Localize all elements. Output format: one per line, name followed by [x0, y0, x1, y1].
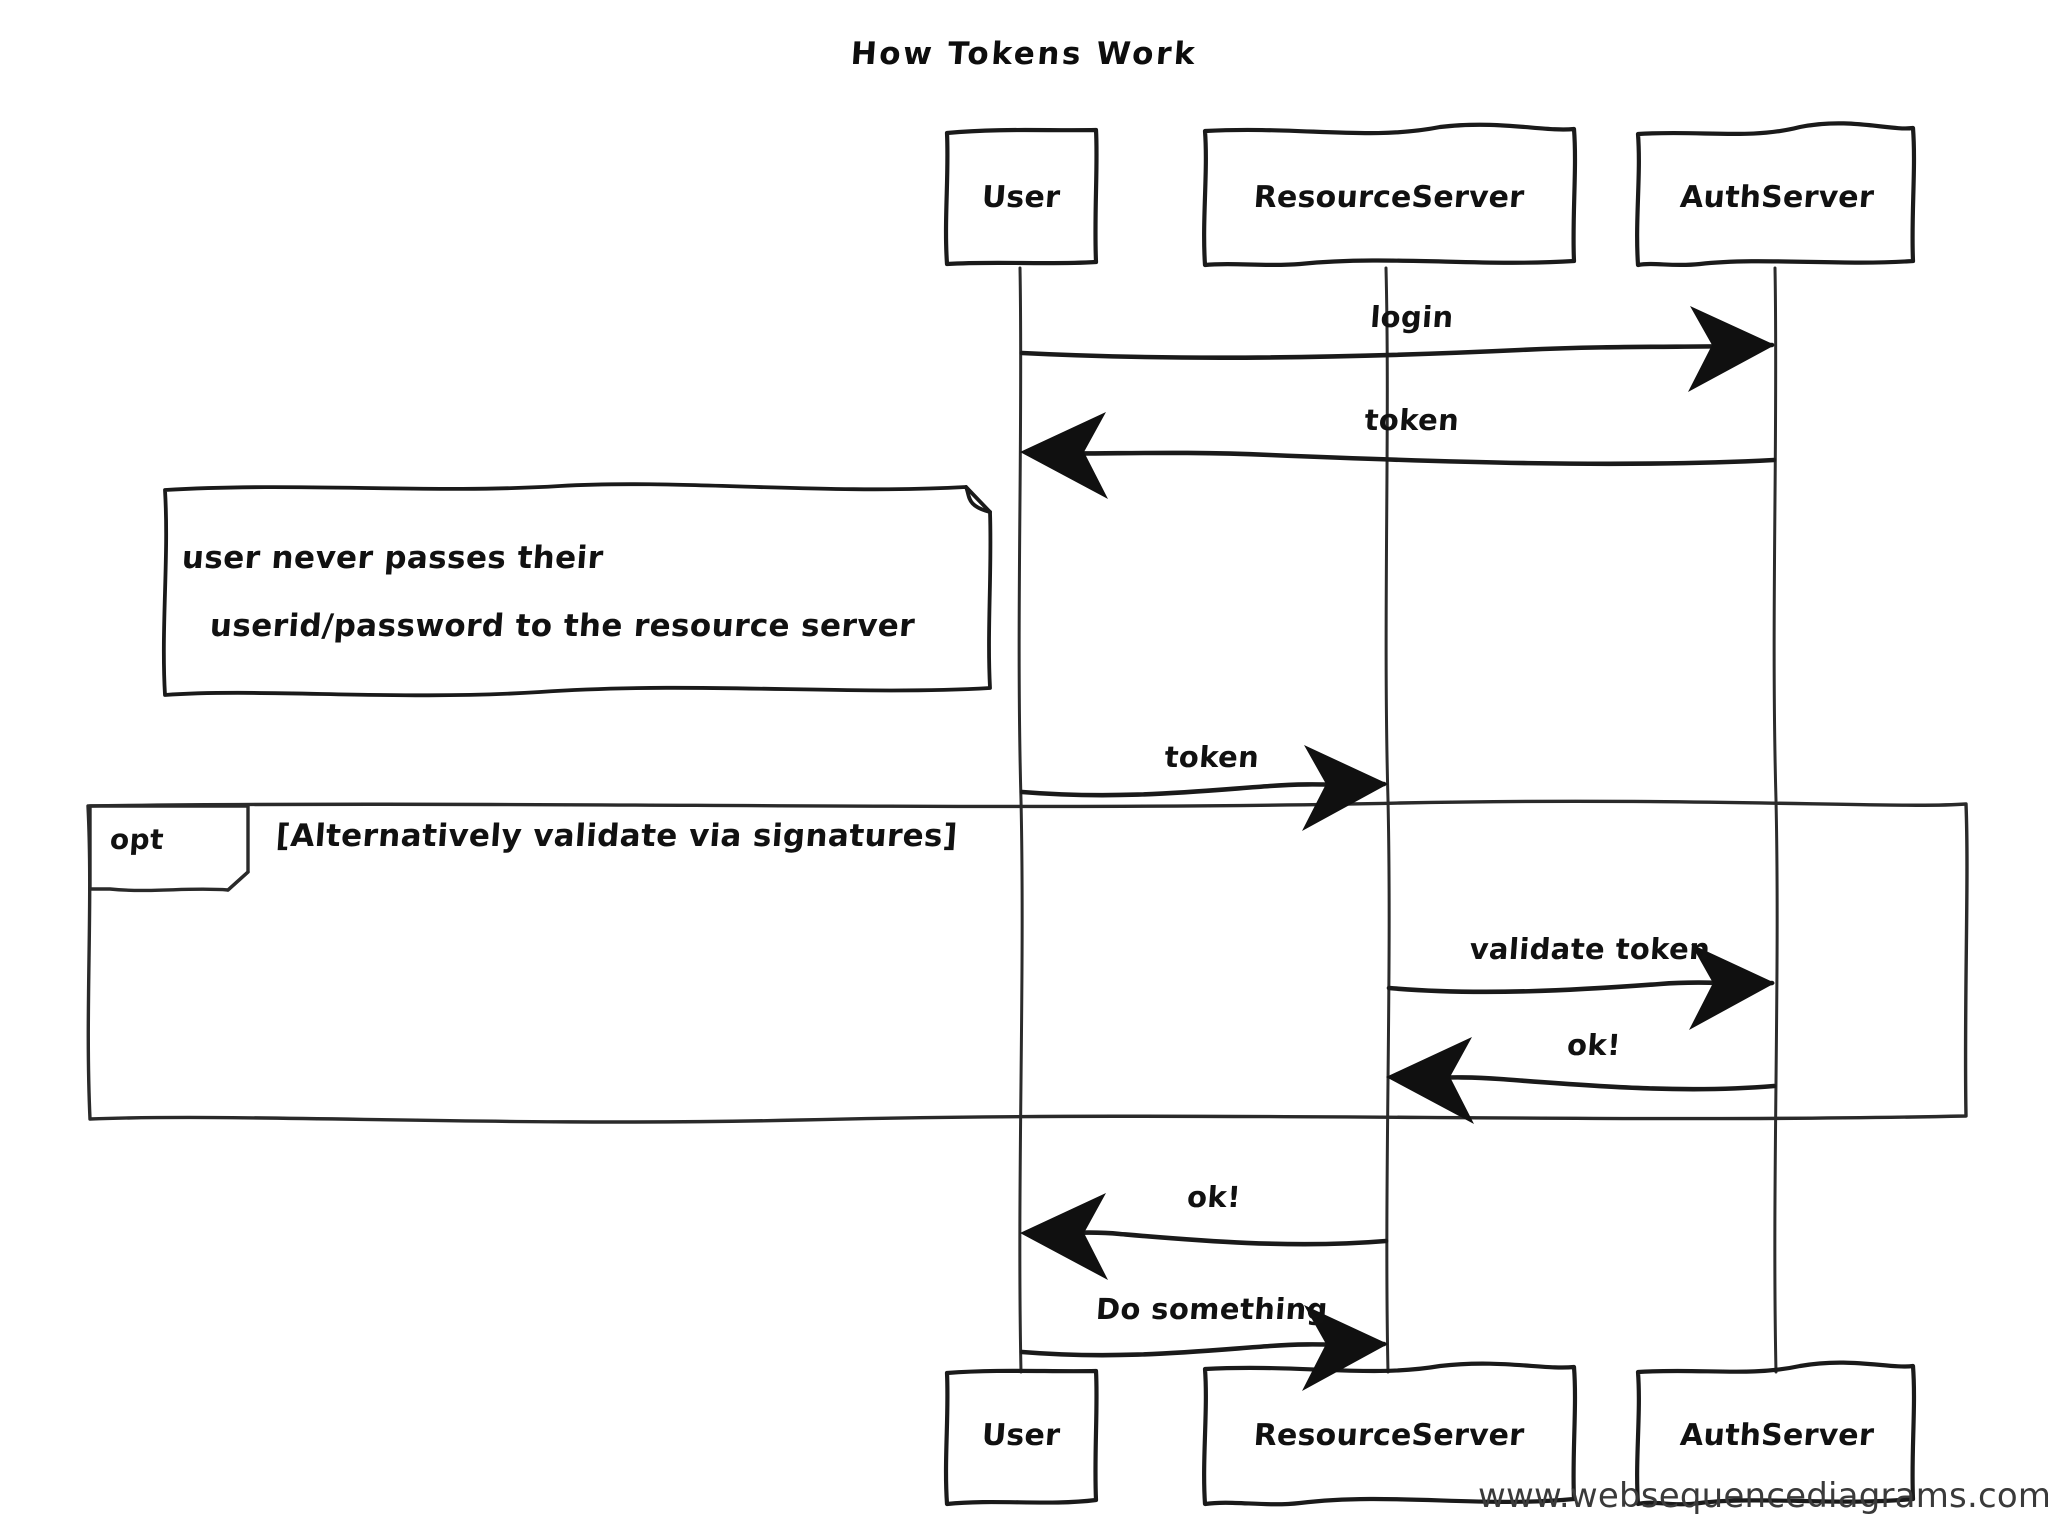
actor-label-user-top: User [980, 180, 1062, 215]
message-arrow-ok-auth-to-rs [1386, 1037, 1777, 1124]
message-label-validate-token: validate token [1468, 932, 1712, 966]
footer-watermark: www.websequencediagrams.com [1478, 1476, 2048, 1516]
actor-box-user-top [943, 127, 1099, 267]
note-line-1: user never passes their [180, 540, 605, 576]
message-label-token-user-to-rs: token [1163, 740, 1261, 774]
actor-box-user-bottom [943, 1368, 1099, 1507]
note-box [161, 482, 993, 698]
lifeline-user [1017, 266, 1024, 1374]
message-label-ok-rs-to-user: ok! [1185, 1180, 1243, 1214]
opt-fragment-kind-label: opt [108, 823, 166, 856]
actor-box-authserver-bottom [1635, 1360, 1917, 1507]
opt-fragment-label-box [88, 804, 250, 893]
message-arrow-token-user-to-rs [1019, 745, 1388, 831]
lifeline-authserver [1772, 266, 1779, 1374]
lifeline-resourceserver [1384, 266, 1391, 1374]
actor-label-authserver-bottom: AuthServer [1678, 1418, 1876, 1453]
actor-label-authserver-top: AuthServer [1678, 180, 1876, 215]
actor-box-resourceserver-top [1202, 122, 1578, 268]
actor-box-resourceserver-bottom [1202, 1361, 1578, 1507]
actor-label-resourceserver-top: ResourceServer [1252, 180, 1526, 215]
actor-box-authserver-top [1635, 121, 1917, 268]
message-arrow-login [1019, 306, 1775, 392]
message-arrow-do-something [1019, 1305, 1388, 1391]
opt-fragment-condition-label: [Alternatively validate via signatures] [274, 818, 959, 854]
message-arrow-token-auth-to-user [1020, 412, 1777, 499]
message-label-token-auth-to-user: token [1363, 403, 1461, 437]
note-line-2: userid/password to the resource server [208, 608, 917, 644]
message-label-do-something: Do something [1094, 1292, 1330, 1326]
page-title: How Tokens Work [849, 36, 1199, 72]
message-arrow-validate-token [1386, 944, 1775, 1030]
message-label-ok-auth-to-rs: ok! [1565, 1028, 1623, 1062]
message-label-login: login [1369, 300, 1455, 334]
actor-label-user-bottom: User [980, 1418, 1062, 1453]
actor-label-resourceserver-bottom: ResourceServer [1252, 1418, 1526, 1453]
opt-fragment-box [86, 799, 1969, 1124]
message-arrow-ok-rs-to-user [1020, 1193, 1389, 1280]
